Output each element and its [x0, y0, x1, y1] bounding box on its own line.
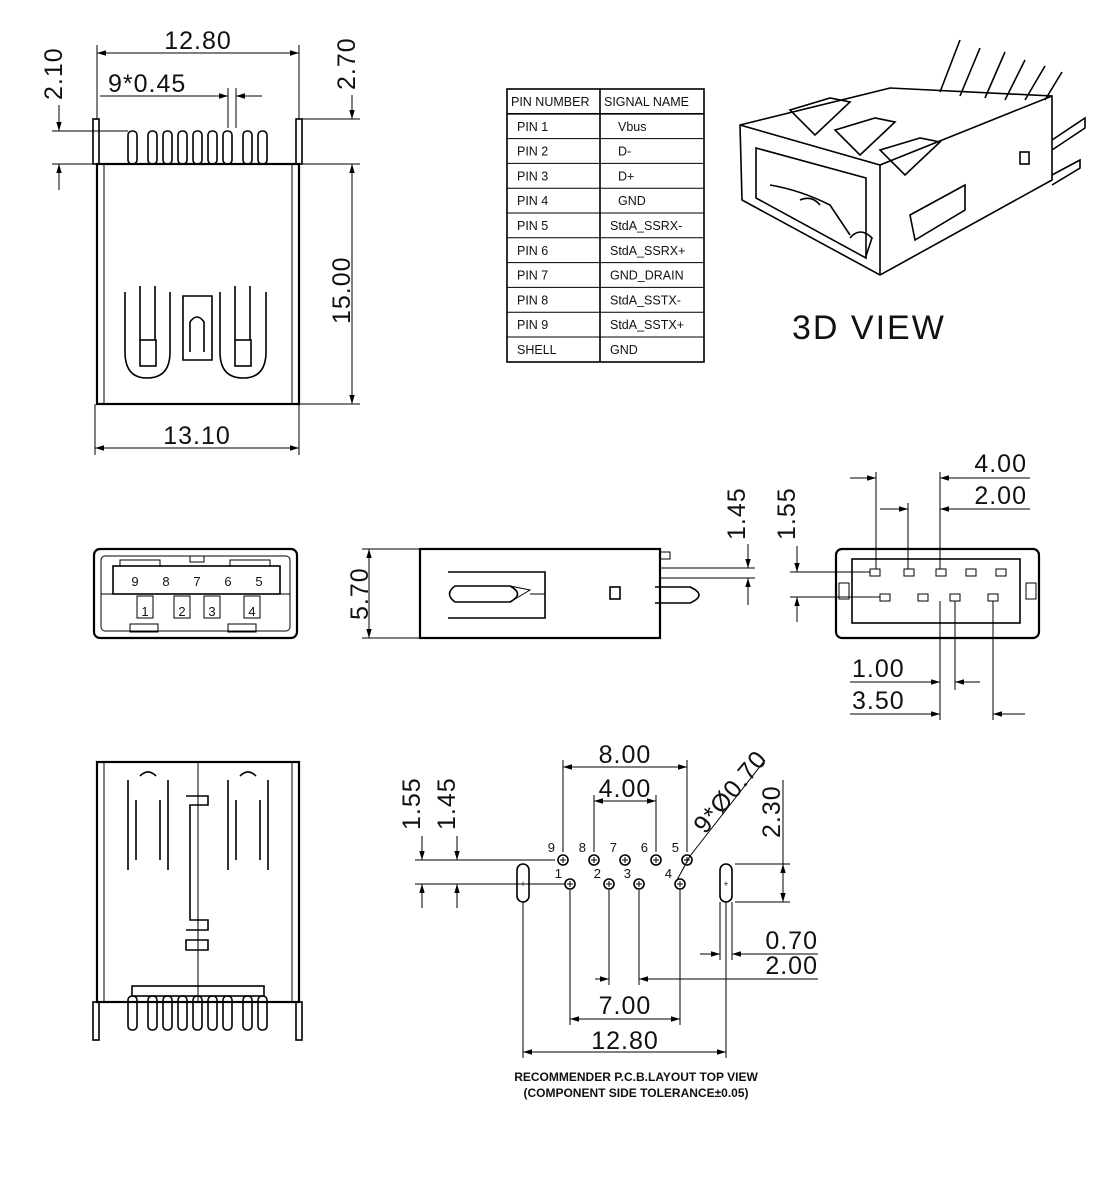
pcb-hole-top — [588, 854, 600, 866]
table-cell-pin: PIN 8 — [517, 293, 548, 307]
top-view-contacts — [124, 286, 267, 379]
table-cell-signal: GND — [610, 343, 638, 357]
table-cell-pin: SHELL — [517, 343, 557, 357]
side-view-height-dim: 5.70 — [346, 567, 374, 620]
front-bottom-pin-number: 2 — [178, 604, 185, 619]
top-view-pins — [127, 130, 268, 165]
end-view-100-dim: 1.00 — [852, 655, 905, 683]
table-cell-pin: PIN 3 — [517, 169, 548, 183]
side-view: 5.70 1.45 — [346, 487, 755, 640]
end-view-155-dim: 1.55 — [773, 487, 801, 540]
table-cell-signal: D+ — [618, 169, 634, 183]
table-cell-pin: PIN 5 — [517, 219, 548, 233]
table-cell-pin: PIN 2 — [517, 145, 548, 159]
pcb-1280-dim: 12.80 — [591, 1027, 659, 1055]
pcb-hole-top — [557, 854, 569, 866]
pcb-top-pin-number: 7 — [610, 840, 617, 855]
bottom-view-pin — [147, 995, 158, 1031]
pcb-hole-bottom — [633, 878, 645, 890]
pcb-top-pin-number: 9 — [548, 840, 555, 855]
pcb-top-pin-number: 6 — [641, 840, 648, 855]
bottom-view-pin — [207, 995, 218, 1031]
pcb-top-pin-number: 5 — [672, 840, 679, 855]
table-cell-pin: PIN 6 — [517, 244, 548, 258]
front-bottom-pin-number: 4 — [248, 604, 255, 619]
pcb-hole-top — [650, 854, 662, 866]
front-view: 9 8 7 6 5 1 2 3 4 — [92, 547, 299, 640]
top-view: 12.80 9*0.45 2.10 2.70 15.00 13.10 — [40, 27, 361, 455]
front-bottom-contact — [243, 595, 261, 619]
pcb-hole-top — [619, 854, 631, 866]
table-cell-signal: Vbus — [618, 120, 647, 134]
table-cell-pin: PIN 9 — [517, 318, 548, 332]
pcb-top-pin-number: 8 — [579, 840, 586, 855]
bottom-view-pin — [162, 995, 173, 1031]
top-view-right-dim: 2.70 — [333, 37, 361, 90]
table-cell-signal: StdA_SSRX- — [610, 219, 682, 233]
front-bottom-pin-number: 1 — [141, 604, 148, 619]
front-bottom-contact — [203, 595, 221, 619]
table-cell-signal: GND_DRAIN — [610, 269, 684, 283]
pcb-bottom-pin-number: 4 — [665, 866, 672, 881]
pcb-800-dim: 8.00 — [599, 741, 652, 769]
pcb-caption-line2: (COMPONENT SIDE TOLERANCE±0.05) — [523, 1086, 748, 1100]
table-cell-signal: StdA_SSRX+ — [610, 244, 685, 258]
bottom-view-pin — [222, 995, 233, 1031]
pcb-230-dim: 2.30 — [758, 785, 786, 838]
bottom-view-pin — [192, 995, 203, 1031]
bottom-view-pin — [127, 995, 138, 1031]
front-bottom-contact — [136, 595, 154, 619]
side-view-145-dim: 1.45 — [723, 487, 751, 540]
bottom-view-pin — [242, 995, 253, 1031]
pcb-hole-bottom — [603, 878, 615, 890]
bottom-view-pin — [177, 995, 188, 1031]
pcb-bottom-pin-number: 1 — [555, 866, 562, 881]
top-view-width-label: 12.80 — [164, 27, 232, 55]
pcb-hole-bottom — [674, 878, 686, 890]
top-view-left-dim: 2.10 — [40, 47, 68, 100]
end-view-400-dim: 4.00 — [974, 450, 1027, 478]
table-cell-signal: StdA_SSTX+ — [610, 318, 684, 332]
3d-view-label: 3D VIEW — [792, 309, 946, 347]
table-cell-pin: PIN 1 — [517, 120, 548, 134]
end-view-350-dim: 3.50 — [852, 687, 905, 715]
pcb-700-dim: 7.00 — [599, 992, 652, 1020]
pcb-200-dim: 2.00 — [765, 952, 818, 980]
bottom-view — [92, 760, 303, 1041]
top-view-bottom-width: 13.10 — [163, 422, 231, 450]
table-cell-pin: PIN 7 — [517, 269, 548, 283]
pcb-145-dim: 1.45 — [433, 777, 461, 830]
front-top-pin-number: 8 — [162, 574, 169, 589]
table-cell-signal: D- — [618, 145, 631, 159]
pcb-155-dim: 1.55 — [398, 777, 426, 830]
top-view-pitch-label: 9*0.45 — [108, 70, 186, 98]
svg-text:+: + — [723, 879, 728, 889]
end-view-200-dim: 2.00 — [974, 482, 1027, 510]
front-bottom-pin-number: 3 — [208, 604, 215, 619]
bottom-view-pin — [257, 995, 268, 1031]
table-cell-signal: GND — [618, 194, 646, 208]
pcb-caption-line1: RECOMMENDER P.C.B.LAYOUT TOP VIEW — [514, 1070, 758, 1084]
front-top-pin-number: 6 — [224, 574, 231, 589]
front-top-pin-number: 5 — [255, 574, 262, 589]
front-top-pin-number: 7 — [193, 574, 200, 589]
front-top-pin-number: 9 — [131, 574, 138, 589]
top-view-height-dim: 15.00 — [328, 256, 356, 324]
pcb-070-dim: 0.70 — [765, 927, 818, 955]
pcb-bottom-pin-number: 3 — [624, 866, 631, 881]
table-header-pin: PIN NUMBER — [511, 95, 589, 109]
pcb-bottom-pin-number: 2 — [594, 866, 601, 881]
table-cell-pin: PIN 4 — [517, 194, 548, 208]
front-bottom-contact — [173, 595, 191, 619]
pcb-400-dim: 4.00 — [599, 775, 652, 803]
3d-view: 3D VIEW — [739, 39, 1086, 347]
end-view: 1.55 4.00 2.00 1.00 3.50 — [773, 450, 1041, 720]
pcb-hole-top — [681, 854, 693, 866]
table-header-signal: SIGNAL NAME — [604, 95, 689, 109]
table-cell-signal: StdA_SSTX- — [610, 293, 681, 307]
